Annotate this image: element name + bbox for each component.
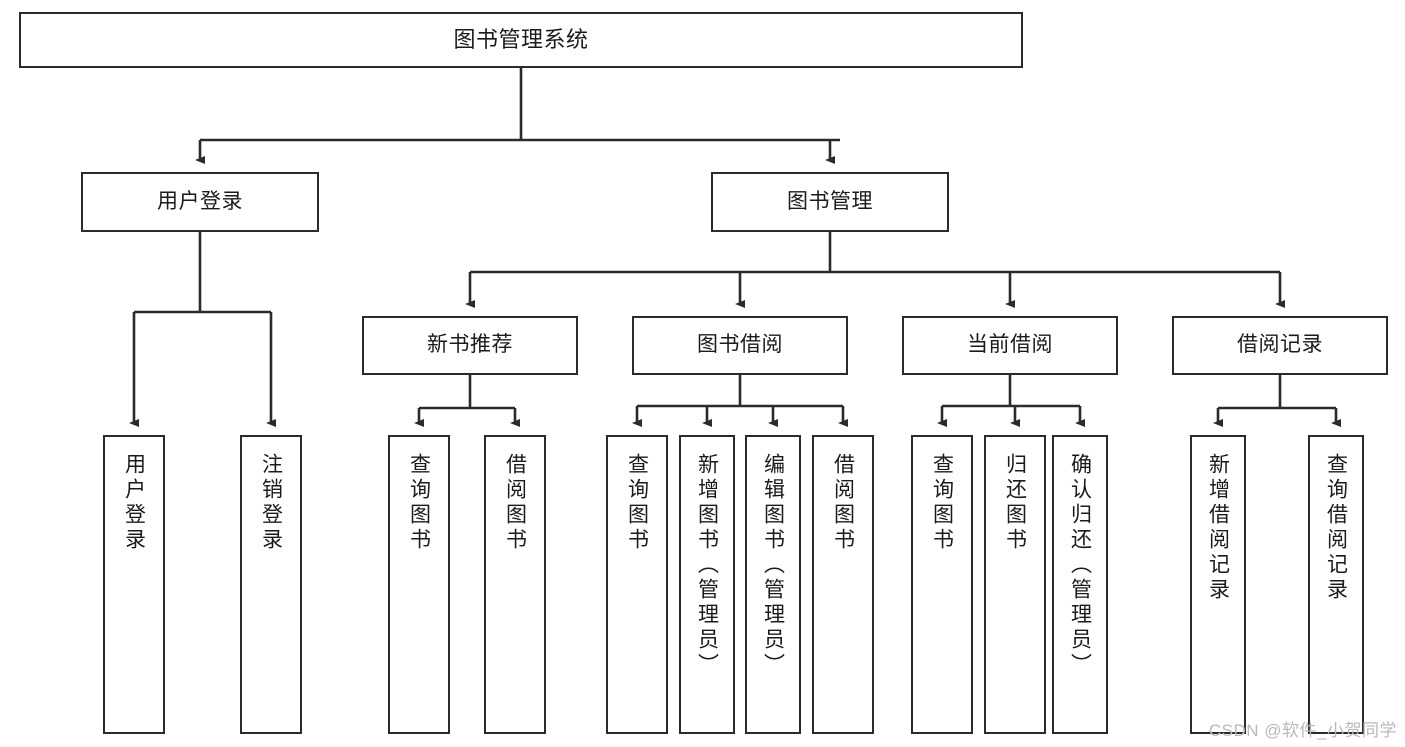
node-new-book-recommend-label: 新书推荐 [427, 333, 513, 357]
node-book-manage-label: 图书管理 [787, 189, 873, 213]
node-borrow-record[interactable]: 借阅记录 [1172, 316, 1388, 375]
node-root-label: 图书管理系统 [453, 27, 589, 53]
node-leaf-query-book-borrow[interactable]: 查询图书 [606, 435, 668, 734]
node-leaf-add-book-admin-label: 新增图书（管理员） [695, 453, 719, 678]
node-leaf-borrow-book-rec-label: 借阅图书 [503, 453, 527, 553]
node-leaf-edit-book-admin[interactable]: 编辑图书（管理员） [745, 435, 801, 734]
node-leaf-query-book-rec-label: 查询图书 [407, 453, 431, 553]
node-leaf-user-logout-label: 注销登录 [259, 453, 283, 553]
node-leaf-return-book[interactable]: 归还图书 [984, 435, 1046, 734]
node-leaf-query-borrow-record[interactable]: 查询借阅记录 [1308, 435, 1364, 734]
node-current-borrow[interactable]: 当前借阅 [902, 316, 1118, 375]
node-leaf-query-borrow-record-label: 查询借阅记录 [1324, 453, 1348, 603]
node-leaf-query-book-current-label: 查询图书 [930, 453, 954, 553]
node-leaf-return-book-label: 归还图书 [1003, 453, 1027, 553]
node-leaf-user-login[interactable]: 用户登录 [103, 435, 165, 734]
node-current-borrow-label: 当前借阅 [967, 333, 1053, 357]
node-user-login[interactable]: 用户登录 [81, 172, 319, 232]
node-leaf-query-book-current[interactable]: 查询图书 [911, 435, 973, 734]
node-leaf-borrow-book[interactable]: 借阅图书 [812, 435, 874, 734]
node-leaf-query-book-borrow-label: 查询图书 [625, 453, 649, 553]
node-leaf-borrow-book-label: 借阅图书 [831, 453, 855, 553]
node-leaf-user-logout[interactable]: 注销登录 [240, 435, 302, 734]
node-leaf-confirm-return-admin-label: 确认归还（管理员） [1068, 453, 1092, 678]
node-leaf-query-book-rec[interactable]: 查询图书 [388, 435, 450, 734]
node-leaf-add-book-admin[interactable]: 新增图书（管理员） [679, 435, 735, 734]
node-root[interactable]: 图书管理系统 [19, 12, 1023, 68]
node-leaf-add-borrow-record[interactable]: 新增借阅记录 [1190, 435, 1246, 734]
node-user-login-label: 用户登录 [157, 189, 243, 213]
node-new-book-recommend[interactable]: 新书推荐 [362, 316, 578, 375]
node-leaf-borrow-book-rec[interactable]: 借阅图书 [484, 435, 546, 734]
node-leaf-user-login-label: 用户登录 [122, 453, 146, 553]
node-leaf-add-borrow-record-label: 新增借阅记录 [1206, 453, 1230, 603]
node-leaf-confirm-return-admin[interactable]: 确认归还（管理员） [1052, 435, 1108, 734]
node-book-borrow[interactable]: 图书借阅 [632, 316, 848, 375]
node-leaf-edit-book-admin-label: 编辑图书（管理员） [761, 453, 785, 678]
node-borrow-record-label: 借阅记录 [1237, 333, 1323, 357]
node-book-borrow-label: 图书借阅 [697, 333, 783, 357]
node-book-manage[interactable]: 图书管理 [711, 172, 949, 232]
